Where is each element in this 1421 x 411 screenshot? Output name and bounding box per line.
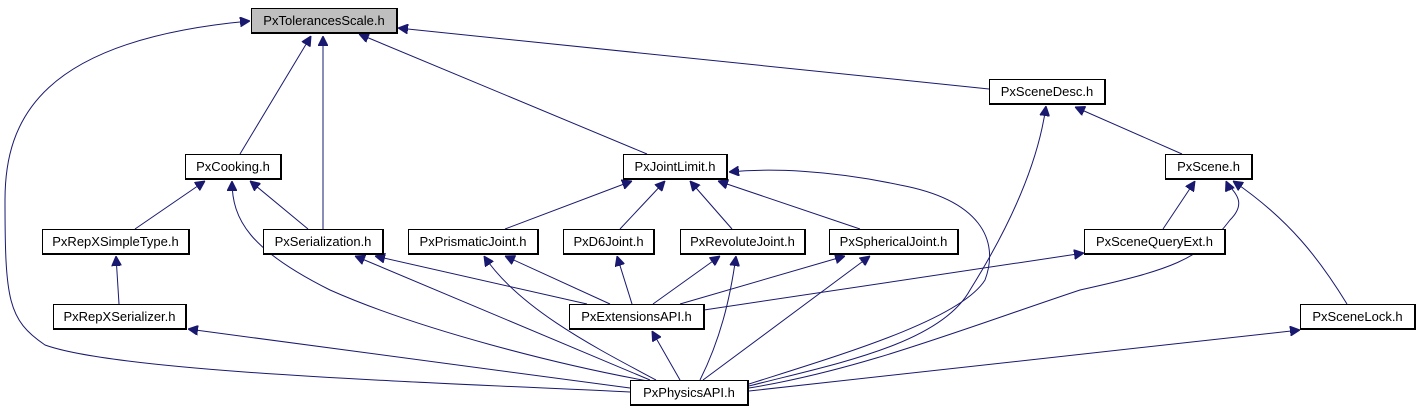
edge-serialization-to-cooking — [250, 181, 309, 230]
edge-scenedesc-to-tol — [398, 28, 990, 90]
edge-revolute-to-jointlimit — [690, 181, 733, 230]
edge-extensions-to-revolute — [652, 256, 720, 305]
edge-sqext-to-scene — [1162, 181, 1195, 230]
edge-extensions-to-prismatic — [505, 256, 611, 305]
node-d6[interactable]: PxD6Joint.h — [563, 229, 655, 255]
edge-repxsimple-to-cooking — [134, 181, 205, 230]
node-repxser[interactable]: PxRepXSerializer.h — [53, 304, 187, 330]
edge-physics-to-scene — [748, 181, 1240, 389]
node-scenedesc[interactable]: PxSceneDesc.h — [989, 79, 1106, 105]
node-scene[interactable]: PxScene.h — [1165, 154, 1253, 180]
edge-physics-to-revolute — [699, 256, 736, 381]
edge-physics-to-scenelock — [748, 330, 1300, 392]
node-physics[interactable]: PxPhysicsAPI.h — [630, 380, 749, 406]
edge-physics-to-prismatic — [484, 256, 657, 381]
edge-physics-to-tol — [4, 21, 631, 393]
edge-cooking-to-tol — [239, 36, 311, 155]
node-tol[interactable]: PxTolerancesScale.h — [251, 8, 398, 34]
edge-scene-to-scenedesc — [1075, 107, 1183, 155]
node-prismatic[interactable]: PxPrismaticJoint.h — [408, 229, 539, 255]
node-repxsimple[interactable]: PxRepXSimpleType.h — [42, 229, 190, 255]
node-jointlimit[interactable]: PxJointLimit.h — [623, 154, 728, 180]
edge-repxser-to-repxsimple — [116, 256, 119, 305]
edge-physics-to-repxser — [188, 329, 631, 389]
edge-physics-to-jointlimit — [729, 170, 990, 385]
node-cooking[interactable]: PxCooking.h — [185, 154, 282, 180]
edge-physics-to-scenedesc — [748, 106, 1046, 387]
edge-extensions-to-sqext — [703, 253, 1084, 311]
node-extensions[interactable]: PxExtensionsAPI.h — [569, 304, 705, 330]
edge-extensions-to-spherical — [679, 256, 845, 305]
node-revolute[interactable]: PxRevoluteJoint.h — [680, 229, 806, 255]
edge-physics-to-serialization — [355, 256, 651, 381]
node-serialization[interactable]: PxSerialization.h — [263, 229, 384, 255]
node-scenelock[interactable]: PxSceneLock.h — [1300, 304, 1416, 330]
edge-physics-to-spherical — [702, 256, 870, 381]
edge-physics-to-cooking — [232, 181, 649, 382]
edge-extensions-to-serialization — [375, 256, 588, 305]
edge-scenelock-to-scene — [1233, 181, 1348, 305]
edge-spherical-to-jointlimit — [718, 181, 861, 230]
edge-prismatic-to-jointlimit — [504, 181, 632, 230]
node-sqext[interactable]: PxSceneQueryExt.h — [1084, 229, 1226, 255]
edge-d6-to-jointlimit — [619, 181, 665, 230]
edge-physics-to-extensions — [652, 331, 681, 381]
edge-jointlimit-to-tol — [359, 34, 648, 155]
node-spherical[interactable]: PxSphericalJoint.h — [829, 229, 959, 255]
edge-extensions-to-d6 — [617, 256, 633, 305]
